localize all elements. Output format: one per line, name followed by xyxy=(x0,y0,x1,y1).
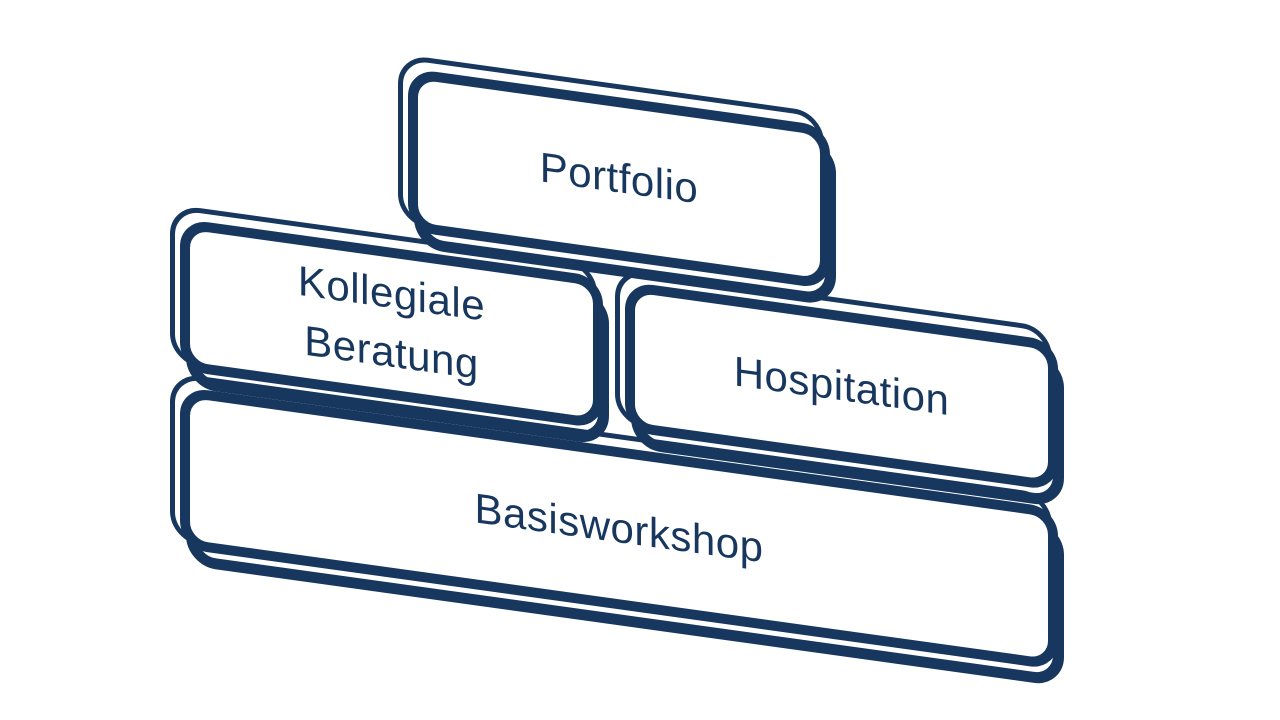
box-kollegiale-beratung-label: Kollegiale Beratung xyxy=(297,256,486,388)
box-portfolio-label: Portfolio xyxy=(539,143,699,213)
training-pyramid-diagram: Portfolio Kollegiale Beratung Hospitatio… xyxy=(170,0,1090,720)
box-basisworkshop-label: Basisworkshop xyxy=(474,483,764,571)
box-hospitation-label: Hospitation xyxy=(733,346,950,424)
